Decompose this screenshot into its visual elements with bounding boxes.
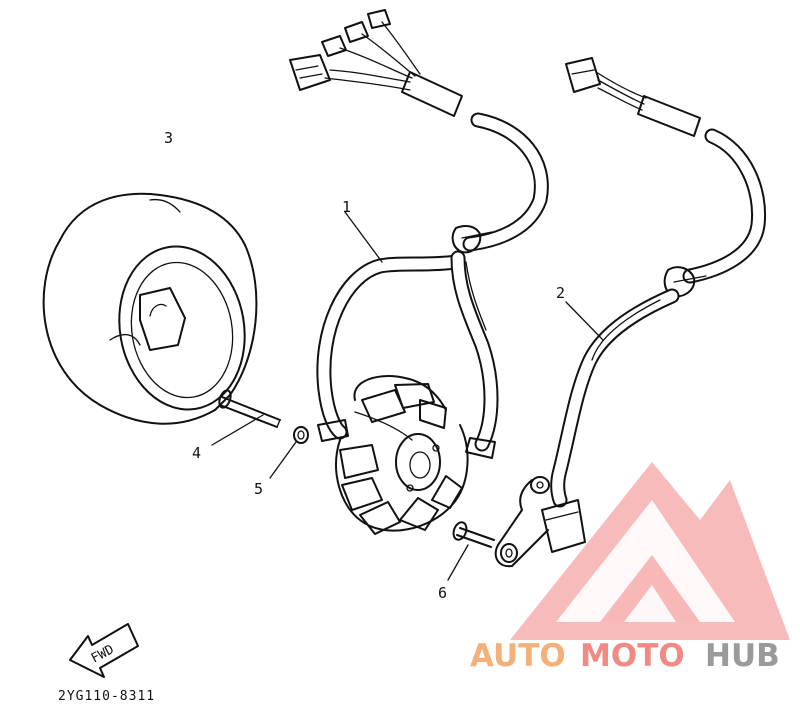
stator-assembly xyxy=(289,9,549,535)
watermark-text-moto: MOTO xyxy=(580,638,685,674)
watermark-text-auto: AUTO xyxy=(470,638,566,674)
washer xyxy=(293,426,309,444)
part-number-2: 2 xyxy=(556,284,565,302)
leader-line-6 xyxy=(447,544,469,581)
leader-line-5 xyxy=(269,441,297,479)
screw xyxy=(218,389,281,428)
flywheel-rotor xyxy=(42,192,258,425)
leader-line-4 xyxy=(211,414,264,446)
part-number-6: 6 xyxy=(438,584,447,602)
part-number-5: 5 xyxy=(254,480,263,498)
watermark-text-hub: HUB xyxy=(705,638,780,674)
pickup-screw xyxy=(452,521,495,548)
drawing-code: 2YG110-8311 xyxy=(58,689,155,704)
part-number-1: 1 xyxy=(342,198,351,216)
pickup-coil-assembly xyxy=(494,57,767,568)
leader-line-2 xyxy=(565,301,604,341)
fwd-label: FWD xyxy=(89,642,117,666)
watermark-logo xyxy=(510,462,790,640)
part-number-4: 4 xyxy=(192,444,201,462)
part-number-3: 3 xyxy=(164,129,173,147)
forward-arrow-icon: FWD xyxy=(69,623,139,678)
leader-line-1 xyxy=(344,211,383,263)
